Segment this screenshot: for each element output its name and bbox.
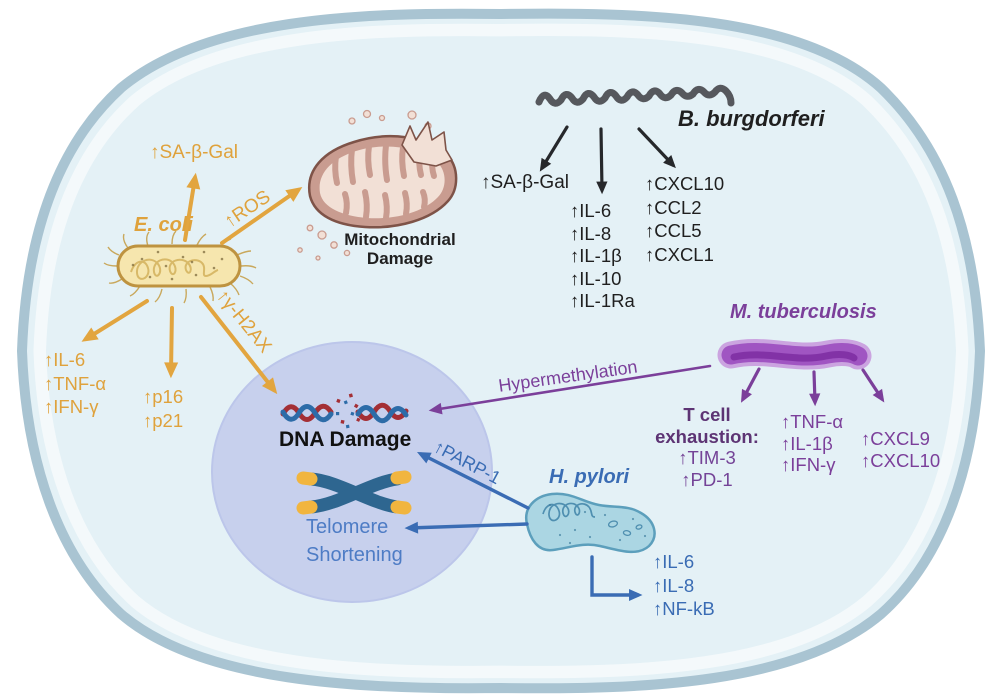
b-burgdorferi-icon [535, 84, 735, 107]
list-item: ↑IL-6 [570, 200, 612, 221]
label-line: Shortening [306, 544, 403, 566]
list-item: ↑TNF-α [44, 372, 107, 394]
label-line: Telomere [306, 516, 389, 538]
chromosome-icon [296, 470, 412, 515]
e-coli-icon [103, 230, 257, 304]
label-burgdorferi-name: B. burgdorferi [678, 106, 825, 131]
mitochondria-icon [297, 109, 458, 261]
label-burg-sa-b-gal: ↑SA-β-Gal [481, 172, 569, 193]
label-telomere-shortening: Telomere Shortening [306, 513, 403, 569]
arrow-ecoli-h2ax [199, 295, 278, 395]
list-item: ↑IFN-γ [781, 454, 836, 475]
arrow-burg-chemokines [637, 127, 676, 169]
arrow-hypermethylation [428, 364, 712, 415]
arrow-tb-cytokines [809, 370, 821, 407]
list-item: ↑PD-1 [681, 468, 733, 490]
arrow-parp [416, 451, 530, 510]
list-item: ↑CXCL10 [645, 173, 725, 194]
ecoli-cell-cycle-list: ↑p16 ↑p21 [143, 385, 183, 432]
label-dna-damage: DNA Damage [279, 428, 412, 451]
arrow-burg-sabgal [539, 125, 569, 172]
ecoli-cytokine-list: ↑IL-6 ↑TNF-α ↑IFN-γ [44, 348, 106, 419]
list-item: ↑CXCL9 [861, 428, 930, 449]
list-item: ↑IL-1β [570, 245, 622, 266]
arrow-layer [81, 125, 885, 601]
label-ecoli-name: E. coli [134, 214, 193, 236]
arrow-burg-interleukins [596, 127, 608, 195]
label-ecoli-sa-b-gal: ↑SA-β-Gal [150, 142, 238, 163]
label-tuberculosis-name: M. tuberculosis [730, 301, 877, 323]
pylori-output-list: ↑IL-6 ↑IL-8 ↑NF-kB [653, 550, 715, 621]
list-item: ↑p16 [143, 386, 184, 407]
label-pylori-name: H. pylori [549, 466, 630, 488]
dna-helix-icon [280, 393, 409, 429]
label-line: exhaustion: [655, 425, 759, 447]
arrow-telomere [404, 521, 529, 534]
burg-interleukin-list: ↑IL-6 ↑IL-8 ↑IL-1β ↑IL-10 ↑IL-1Ra [570, 200, 635, 313]
h-pylori-icon [524, 492, 656, 554]
list-item: ↑IL-6 [653, 551, 695, 572]
m-tuberculosis-icon [717, 338, 872, 370]
nucleus-shape [211, 341, 493, 603]
list-item: ↑CXCL10 [861, 449, 941, 471]
t-cell-exhaustion-block: T cell exhaustion: ↑TIM-3 ↑PD-1 [646, 404, 768, 490]
list-item: ↑NF-kB [653, 598, 715, 619]
list-item: ↑TIM-3 [678, 447, 736, 468]
tb-cytokine-list: ↑TNF-α ↑IL-1β ↑IFN-γ [781, 411, 843, 476]
label-line: Mitochondrial [344, 230, 456, 249]
arrow-ecoli-p16 [164, 306, 179, 379]
arrow-pylori-outputs [590, 555, 643, 601]
burg-chemokine-list: ↑CXCL10 ↑CCL2 ↑CCL5 ↑CXCL1 [645, 172, 724, 266]
list-item: ↑IL-8 [570, 222, 612, 244]
list-item: ↑IL-6 [44, 349, 86, 370]
list-item: ↑IL-10 [570, 267, 622, 289]
list-item: ↑CCL5 [645, 220, 702, 241]
arrow-tb-tcell [741, 367, 761, 403]
arrow-ecoli-cytokines [81, 299, 149, 342]
list-item: ↑CCL2 [645, 196, 702, 218]
arrow-tb-chemokines [861, 368, 885, 403]
label-line: T cell [683, 404, 731, 425]
label-mitochondrial-damage: Mitochondrial Damage [322, 230, 478, 268]
arrow-ecoli-sabgal [183, 172, 201, 242]
list-item: ↑IL-8 [653, 574, 695, 596]
label-line: Damage [366, 248, 434, 268]
tb-chemokine-list: ↑CXCL9 ↑CXCL10 [861, 428, 940, 471]
list-item: ↑p21 [143, 409, 184, 431]
list-item: ↑IL-1β [781, 432, 833, 454]
list-item: ↑TNF-α [781, 411, 844, 432]
list-item: ↑IFN-γ [44, 396, 99, 417]
list-item: ↑IL-1Ra [570, 290, 635, 311]
arrow-ecoli-ros [220, 186, 303, 245]
list-item: ↑CXCL1 [645, 243, 714, 265]
